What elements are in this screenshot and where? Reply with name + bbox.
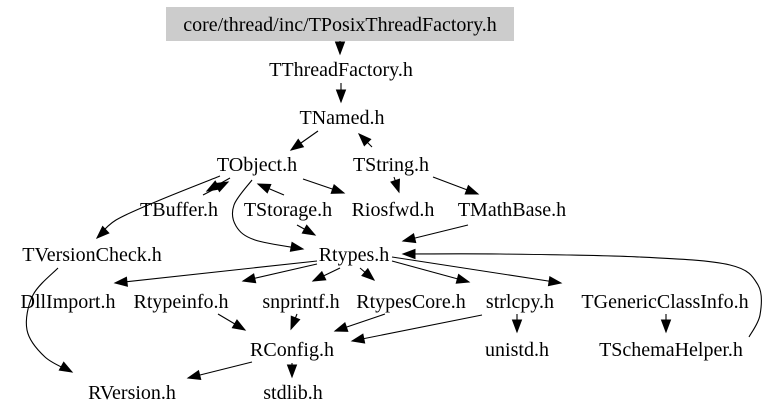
arrowhead-rconfig-to-stdlib xyxy=(286,364,298,379)
arrowhead-tstorage-to-rtypes xyxy=(301,224,317,236)
node-box-tposixthreadfactory xyxy=(166,7,514,41)
node-rtypes[interactable]: Rtypes.h xyxy=(319,244,390,266)
edge-rtypes-to-dllimport xyxy=(114,260,318,284)
arrowhead-tversioncheck-to-rversion xyxy=(58,361,74,373)
edge-strlcpy-to-rconfig xyxy=(351,314,483,342)
arrowhead-tthreadfactory-to-tnamed xyxy=(335,89,347,104)
edge-tschemahelper-to-rtypes xyxy=(402,253,762,338)
arrowhead-snprintf-to-rconfig xyxy=(290,315,301,331)
arrowhead-rconfig-to-rversion xyxy=(186,369,202,381)
node-tmathbase[interactable]: TMathBase.h xyxy=(458,199,566,221)
arrowhead-rtypescore-to-rconfig xyxy=(333,322,349,332)
node-tstorage[interactable]: TStorage.h xyxy=(244,199,332,221)
arrowhead-rtypes-to-rtypescore xyxy=(361,267,376,281)
arrowhead-tschemahelper-to-rtypes xyxy=(401,248,416,260)
arrowhead-tobject-to-riosfwd xyxy=(330,184,346,194)
arrowhead-rtypes-to-snprintf xyxy=(311,270,327,282)
node-tversioncheck[interactable]: TVersionCheck.h xyxy=(22,244,161,266)
arrowhead-tbuffer-to-tobject xyxy=(214,181,230,193)
arrowhead-tstorage-to-tobject xyxy=(256,183,272,194)
node-tobject[interactable]: TObject.h xyxy=(217,154,297,176)
arrowhead-rtypes-to-strlcpy xyxy=(455,273,471,284)
arrowhead-strlcpy-to-rconfig xyxy=(350,333,366,344)
arrowhead-tobject-to-rtypes xyxy=(289,241,305,252)
node-tthreadfactory[interactable]: TThreadFactory.h xyxy=(269,59,413,81)
arrowhead-tposixthreadfactory-to-tthreadfactory xyxy=(334,41,346,56)
node-rversion[interactable]: RVersion.h xyxy=(88,382,176,404)
arrowhead-tstring-to-tnamed xyxy=(357,132,372,147)
arrowhead-tstring-to-riosfwd xyxy=(390,178,401,194)
arrowhead-rtypes-to-dllimport xyxy=(113,276,128,287)
arrowhead-rtypes-to-rtypeinfo xyxy=(241,273,257,284)
edge-tobject-to-rtypes xyxy=(231,179,304,250)
arrowhead-tstring-to-tmathbase xyxy=(464,184,480,195)
node-tbuffer[interactable]: TBuffer.h xyxy=(140,199,218,221)
node-tgenericclassinfo[interactable]: TGenericClassInfo.h xyxy=(581,291,748,313)
node-tschemahelper[interactable]: TSchemaHelper.h xyxy=(599,339,743,361)
arrowhead-tobject-to-tversioncheck xyxy=(95,225,110,239)
node-riosfwd[interactable]: Riosfwd.h xyxy=(352,199,435,221)
arrowhead-tnamed-to-tobject xyxy=(289,138,305,151)
node-rtypeinfo[interactable]: Rtypeinfo.h xyxy=(134,291,229,313)
node-rtypescore[interactable]: RtypesCore.h xyxy=(356,291,465,313)
arrowhead-rtypes-to-tgenericclassinfo xyxy=(547,275,563,287)
node-strlcpy[interactable]: strlcpy.h xyxy=(486,291,554,313)
edge-tversioncheck-to-rversion xyxy=(25,267,73,373)
node-snprintf[interactable]: snprintf.h xyxy=(262,291,339,313)
edge-rtypes-to-strlcpy xyxy=(391,260,470,283)
edge-rtypes-to-rtypeinfo xyxy=(242,263,318,282)
node-tstring[interactable]: TString.h xyxy=(353,154,429,176)
node-tposixthreadfactory[interactable]: core/thread/inc/TPosixThreadFactory.h xyxy=(183,14,497,36)
node-tnamed[interactable]: TNamed.h xyxy=(300,107,385,129)
node-rconfig[interactable]: RConfig.h xyxy=(250,339,334,361)
node-dllimport[interactable]: DllImport.h xyxy=(21,291,116,313)
arrowhead-tgenericclassinfo-to-tschemahelper xyxy=(660,319,672,334)
edge-rtypes-to-tgenericclassinfo xyxy=(391,256,562,284)
node-stdlib[interactable]: stdlib.h xyxy=(263,382,322,404)
arrowhead-strlcpy-to-unistd xyxy=(511,319,523,334)
arrowhead-rtypeinfo-to-rconfig xyxy=(231,319,247,331)
arrowhead-tmathbase-to-rtypes xyxy=(401,232,417,244)
node-unistd[interactable]: unistd.h xyxy=(485,339,549,361)
